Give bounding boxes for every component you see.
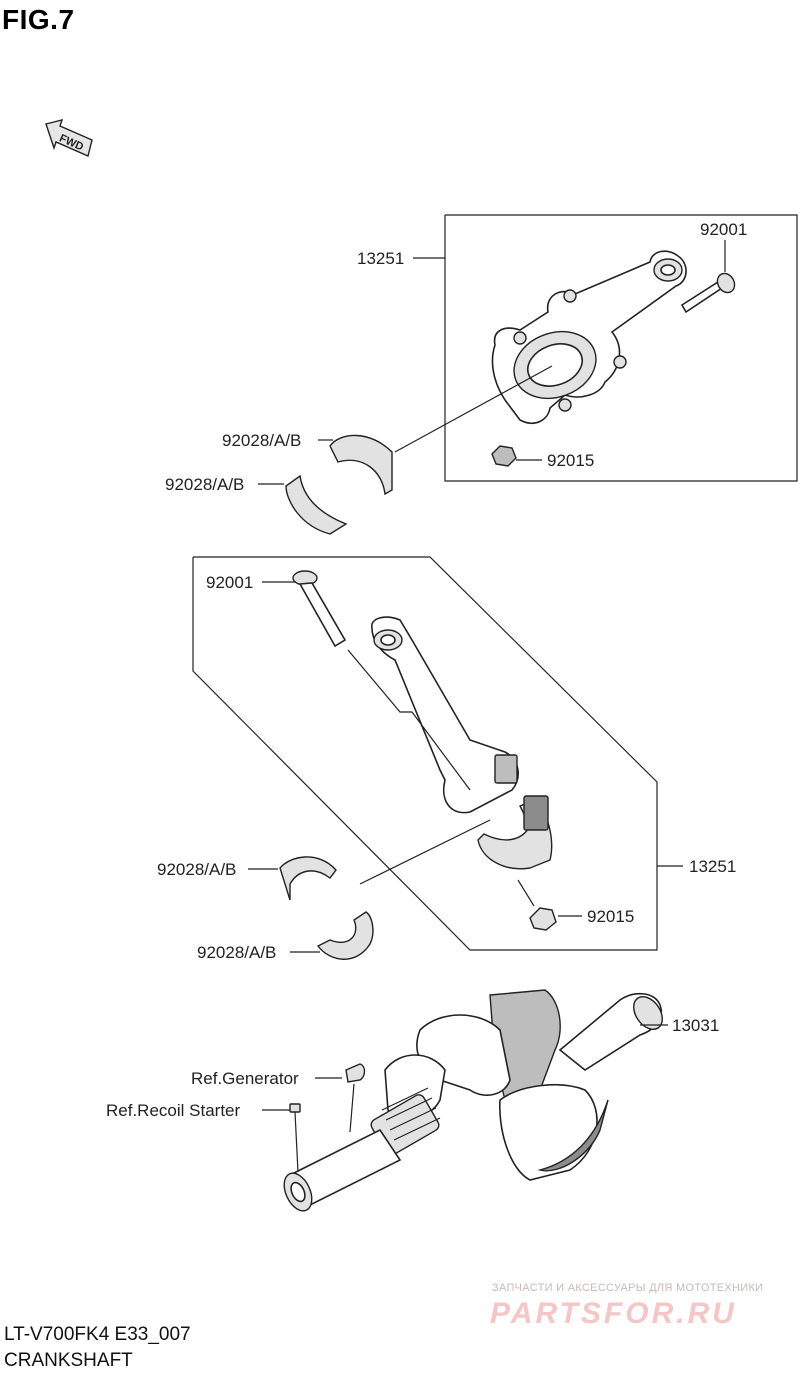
upper-bearing-shell-b [285,474,348,535]
upper-assembly-frame [444,214,798,482]
callout-92001-upper: 92001 [700,220,748,239]
lower-rod-nut [529,907,557,931]
lower-assembly-frame [192,556,658,951]
watermark-tagline: ЗАПЧАСТИ И АКСЕССУАРЫ ДЛЯ МОТОТЕХНИКИ [492,1282,764,1294]
callout-92028-lower-b: 92028/A/B [197,943,277,962]
callout-13251-upper: 13251 [357,249,405,268]
callout-92028-upper-b: 92028/A/B [165,475,245,494]
leader-lines [248,240,726,1173]
callout-ref-recoil-starter: Ref.Recoil Starter [106,1101,241,1120]
callout-92015-upper: 92015 [547,451,595,470]
model-code: LT-V700FK4 E33_007 [4,1324,191,1345]
callout-13031: 13031 [672,1016,720,1035]
fwd-arrow-icon: FWD [45,119,93,157]
callout-ref-generator: Ref.Generator [191,1069,299,1088]
section-name: CRANKSHAFT [4,1350,133,1371]
upper-bearing-shell-a [329,434,393,496]
callout-92028-upper-a: 92028/A/B [222,431,302,450]
generator-key [345,1063,366,1083]
callout-92028-lower-a: 92028/A/B [157,860,237,879]
upper-rod-bolt [680,272,736,314]
upper-connecting-rod [491,250,687,424]
lower-connecting-rod [371,616,519,814]
upper-rod-nut [491,445,517,467]
watermark-brand-logo: PARTSFOR.RU [490,1297,737,1330]
callout-92015-lower: 92015 [587,907,635,926]
recoil-starter-key [289,1103,301,1113]
callout-13251-lower: 13251 [689,857,737,876]
lower-rod-bolt [292,570,347,648]
figure-title: FIG.7 [2,4,75,35]
lower-rod-cap [477,795,553,870]
lower-bearing-shell-a [279,856,337,901]
lower-bearing-shell-b [316,911,374,960]
crankshaft [283,989,663,1212]
callout-92001-lower: 92001 [206,573,254,592]
